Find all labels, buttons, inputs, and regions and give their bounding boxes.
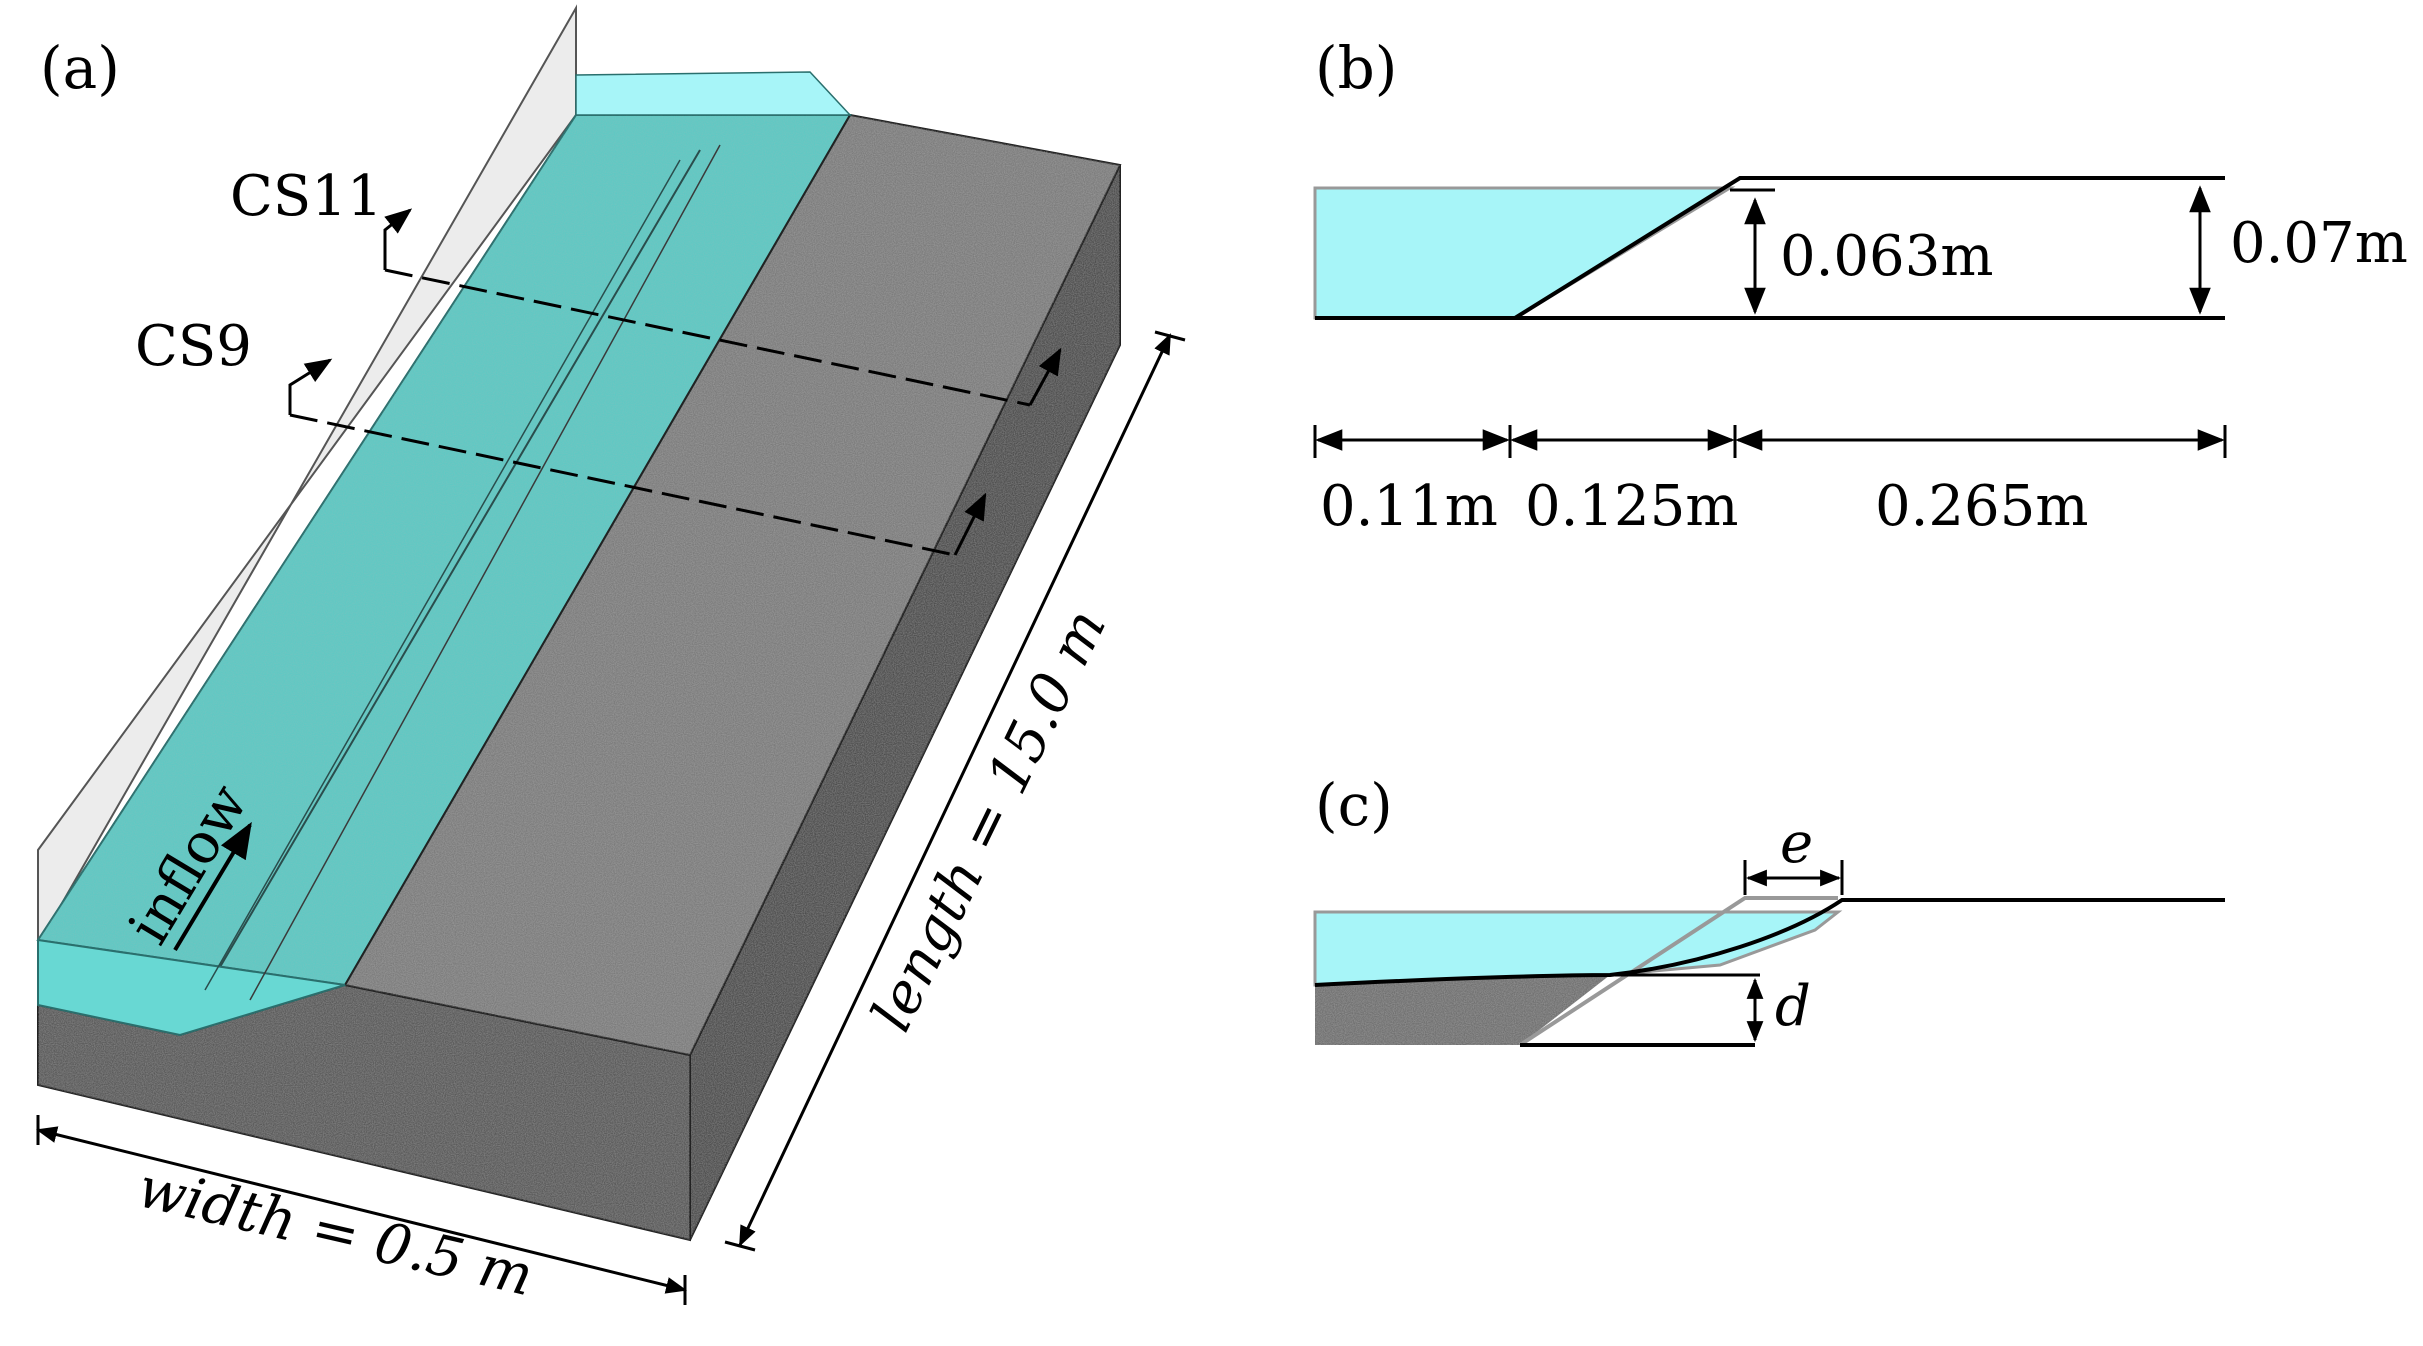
panel-a-label: (a) — [40, 34, 120, 102]
cs9-label: CS9 — [135, 314, 252, 379]
inflow-arrow — [173, 821, 252, 952]
panel-b: (b) 0.063m 0.07m 0.11m 0.125m 0.265m — [1313, 34, 2408, 539]
water-front — [37, 938, 346, 1037]
cs11-label: CS11 — [230, 164, 382, 229]
panel-a: CS11 CS9 inflow width = 0.5 m length = 1… — [35, 4, 1186, 1309]
width2-label: 0.125m — [1525, 474, 1738, 539]
panel-b-label: (b) — [1315, 34, 1397, 102]
panel-c: (c) e d — [1313, 771, 2225, 1047]
width-dimension — [35, 1126, 688, 1294]
depth-water-label: 0.063m — [1780, 224, 1993, 289]
width1-label: 0.11m — [1320, 474, 1498, 539]
length-dimension — [738, 333, 1172, 1247]
panel-c-label: (c) — [1315, 771, 1393, 839]
d-label: d — [1775, 974, 1811, 1039]
width3-label: 0.265m — [1875, 474, 2088, 539]
e-label: e — [1780, 811, 1813, 876]
original-bank-c — [1518, 896, 1838, 1047]
water-section-b — [1313, 186, 1736, 320]
eroded-bed-c — [1314, 898, 2225, 987]
glass-wall — [37, 4, 577, 949]
depth-bank-label: 0.07m — [2230, 211, 2408, 276]
bed-profile-b — [1315, 176, 2225, 320]
